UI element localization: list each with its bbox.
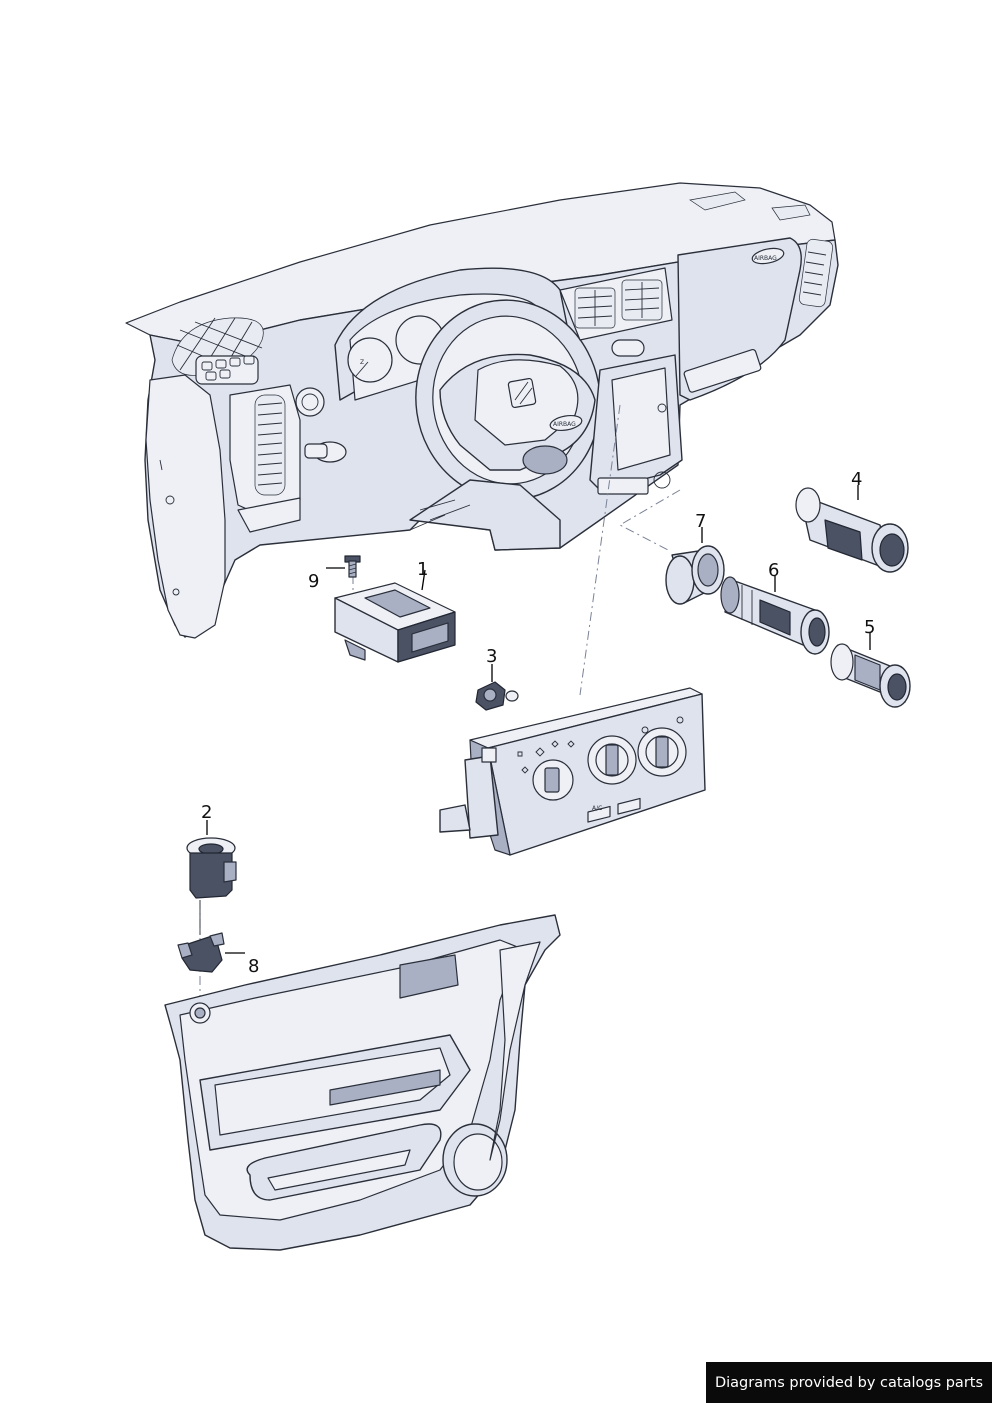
- callout-9: 9: [308, 571, 319, 592]
- part-3-bulb: [475, 681, 519, 711]
- part-7-ring: [665, 545, 725, 605]
- callout-3: 3: [486, 646, 497, 667]
- callout-labels: 1 2 3 4 5 6 7 8 9: [201, 469, 875, 977]
- credit-banner: Diagrams provided by catalogs parts: [706, 1362, 992, 1403]
- part-8-bracket: [177, 900, 225, 973]
- svg-text:Z: Z: [360, 359, 364, 366]
- airbag-label-wheel: AIRBAG: [553, 421, 576, 428]
- callout-6: 6: [768, 560, 779, 581]
- callout-2: 2: [201, 802, 212, 823]
- part-6-lighter-body: [720, 576, 830, 655]
- part-5-lighter-plug: [830, 643, 911, 708]
- callout-8: 8: [248, 956, 259, 977]
- callout-leaders: [206, 485, 871, 954]
- callout-4: 4: [851, 469, 862, 490]
- part-1-control-unit: [334, 582, 456, 663]
- callout-7: 7: [695, 511, 706, 532]
- airbag-label-passenger: AIRBAG: [754, 255, 777, 262]
- part-9-screw: [344, 555, 361, 578]
- part-4-socket: [795, 487, 909, 573]
- climate-control-panel: A/C: [439, 687, 706, 856]
- door-trim-panel: [164, 914, 561, 1251]
- callout-1: 1: [417, 559, 428, 580]
- part-2-switch: [186, 837, 237, 899]
- callout-5: 5: [864, 617, 875, 638]
- dashboard-assembly: Z AIRBAG: [125, 182, 839, 639]
- ac-label: A/C: [592, 805, 602, 812]
